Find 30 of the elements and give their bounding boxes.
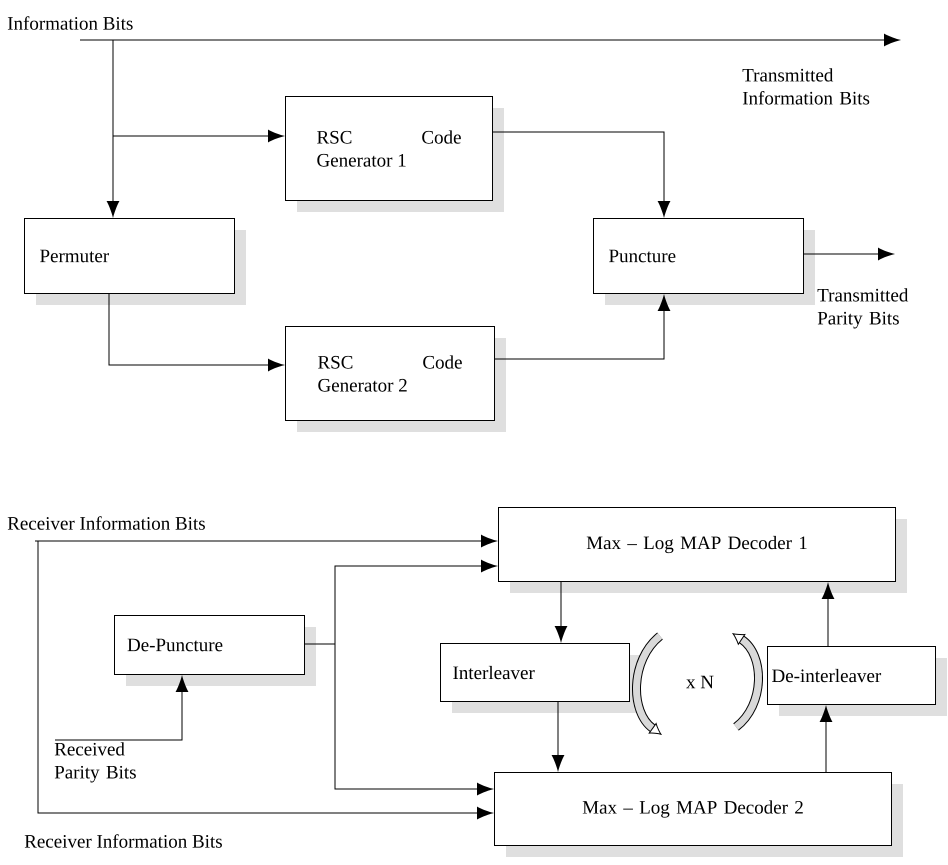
arrow (38, 540, 492, 820)
process-box: RSC Code Generator 2 (285, 326, 506, 432)
arrow (304, 644, 492, 796)
process-box: Interleaver (440, 643, 641, 713)
arrow (554, 582, 568, 642)
signal-label: Information Bits (8, 16, 133, 30)
output-label: Transmitted Information Bits (742, 68, 870, 105)
signal-label: Receiver Information Bits (8, 516, 205, 530)
iteration-label: x N (686, 676, 714, 688)
arrow (822, 584, 834, 646)
arrow (54, 676, 188, 740)
process-box: RSC Code Generator 1 (285, 96, 504, 212)
process-box: Max – Log MAP Decoder 1 (498, 507, 907, 593)
process-box: De-interleaver (767, 646, 947, 716)
process-box: Puncture (593, 218, 815, 305)
signal-label: Received Parity Bits (54, 742, 136, 782)
arrow (552, 702, 564, 770)
process-box: Max – Log MAP Decoder 2 (494, 772, 903, 858)
arrow (820, 706, 832, 772)
arrow (804, 248, 894, 260)
arrow (80, 34, 900, 46)
input-label: Receiver Information Bits (24, 834, 222, 848)
process-box: Permuter (24, 218, 246, 305)
process-box: De-Puncture (114, 615, 316, 686)
arrow (108, 294, 284, 372)
output-label: Transmitted Parity Bits (818, 288, 908, 328)
arrow (34, 534, 496, 548)
arrow (492, 132, 670, 216)
arrow (494, 296, 670, 360)
arrow (106, 40, 120, 216)
